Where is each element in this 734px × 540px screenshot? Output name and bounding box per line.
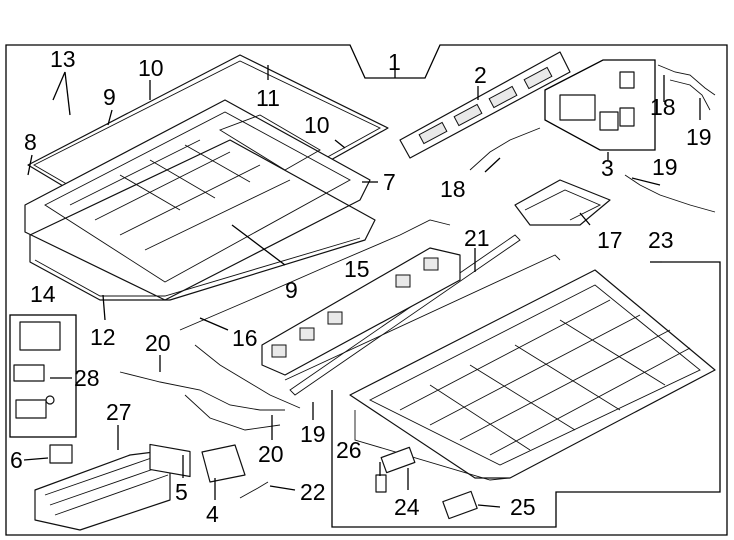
callout-9a: 9 [103, 84, 116, 110]
callout-13: 13 [50, 46, 76, 72]
callout-10a: 10 [138, 55, 164, 81]
callout-15: 15 [344, 256, 370, 282]
callout-9b: 9 [285, 277, 298, 303]
harness-19-right [624, 174, 716, 213]
callout-27: 27 [106, 399, 132, 425]
battery-tray-23 [349, 269, 716, 481]
callout-23: 23 [648, 227, 674, 253]
callout-18b: 18 [650, 94, 676, 120]
callout-21: 21 [464, 225, 490, 251]
callout-17: 17 [597, 227, 623, 253]
outer-frame [5, 44, 728, 536]
part-6 [49, 444, 73, 464]
callout-14: 14 [30, 281, 56, 307]
harness-18-lower [469, 127, 541, 171]
inset-frame-23 [331, 261, 721, 528]
callout-1: 1 [388, 49, 401, 75]
connector-strip [399, 51, 571, 159]
callout-3: 3 [601, 155, 614, 181]
callout-4: 4 [206, 501, 219, 527]
sensor-22 [239, 481, 269, 499]
callout-5: 5 [175, 479, 188, 505]
harness-20 [119, 371, 285, 411]
bus-bar-21b [284, 254, 561, 381]
callout-12: 12 [90, 324, 116, 350]
harness-18-upper [657, 64, 716, 96]
bracket-17 [514, 179, 611, 226]
callout-11: 11 [256, 85, 280, 111]
callout-26: 26 [336, 437, 362, 463]
part-24 [380, 446, 416, 474]
callout-6: 6 [10, 447, 23, 473]
leader-lines [23, 60, 701, 508]
callout-20b: 20 [258, 441, 284, 467]
callout-20a: 20 [145, 330, 171, 356]
part-25 [442, 490, 478, 520]
callout-8: 8 [24, 129, 37, 155]
callout-19a: 19 [686, 124, 712, 150]
callout-28: 28 [74, 365, 100, 391]
callout-labels: 1 2 3 4 5 6 7 8 9 9 10 10 11 12 13 14 15… [10, 46, 712, 527]
callout-16: 16 [232, 325, 258, 351]
callout-25: 25 [510, 494, 536, 520]
callout-2: 2 [474, 62, 487, 88]
lower-tray [29, 139, 376, 301]
battery-module-27 [34, 449, 171, 531]
part-4 [201, 444, 246, 483]
part-5 [149, 443, 191, 478]
harness-16 [179, 219, 451, 331]
callout-18a: 18 [440, 176, 466, 202]
module-14-inset [9, 314, 77, 438]
part-26 [375, 474, 387, 493]
callout-10b: 10 [304, 112, 330, 138]
harness-19-upper [669, 79, 711, 111]
callout-7: 7 [383, 169, 396, 195]
relay-box [544, 59, 656, 151]
upper-housing-cover [24, 99, 371, 301]
callout-24: 24 [394, 494, 420, 520]
callout-19c: 19 [300, 421, 326, 447]
callout-22: 22 [300, 479, 326, 505]
callout-19b: 19 [652, 154, 678, 180]
cover-15 [261, 247, 461, 376]
